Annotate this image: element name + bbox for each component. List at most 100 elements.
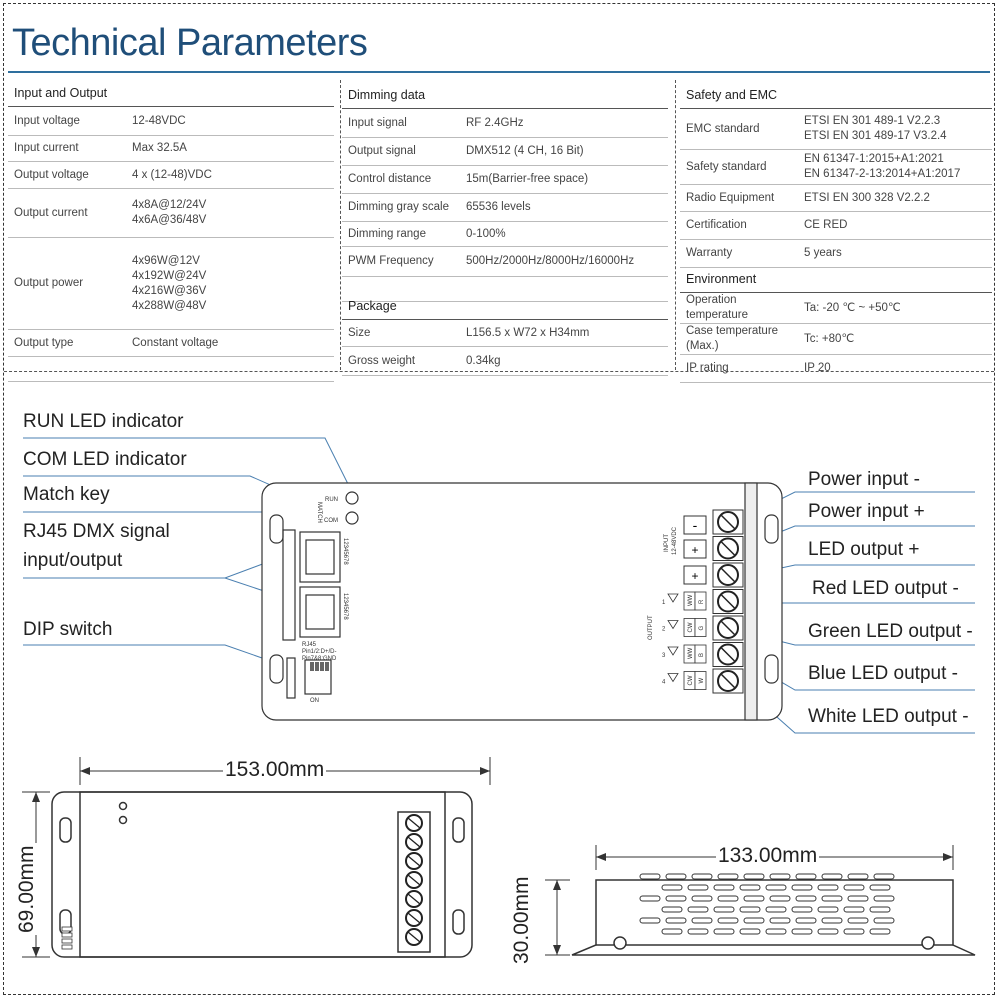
channel-label-a: WW <box>688 647 694 659</box>
vent-slot <box>743 873 765 880</box>
channel-label-b: B <box>699 653 705 657</box>
top-terminal-slot <box>407 836 421 848</box>
row-key: IP rating <box>680 354 798 383</box>
row-value: CE RED <box>798 211 992 240</box>
vent-slot <box>795 895 817 902</box>
value-line: Max 32.5A <box>132 142 187 154</box>
value-line: 4x216W@36V <box>132 284 207 297</box>
vent-slot <box>639 917 661 924</box>
value-line: ETSI EN 300 328 V2.2.2 <box>804 191 930 204</box>
terminal-slot <box>720 620 736 636</box>
value-line: DMX512 (4 CH, 16 Bit) <box>466 145 584 157</box>
value-line: 0.34kg <box>466 354 501 367</box>
dim-length: 153.00mm <box>223 758 327 782</box>
value-line: 4x96W@12V <box>132 254 200 267</box>
vent-slot <box>869 884 891 891</box>
row-key: Output power <box>8 237 126 330</box>
vent-slot <box>665 873 687 880</box>
top-terminal-slot <box>407 874 421 886</box>
com-text: COM <box>324 518 338 524</box>
terminal-slot <box>720 593 736 610</box>
vent-slot <box>769 895 791 902</box>
row-value: 15m(Barrier-free space) <box>460 165 668 194</box>
vent-slot <box>847 917 869 924</box>
vent-slot <box>873 917 895 924</box>
table-row: Gross weight 0.34kg <box>342 346 668 376</box>
value-line: ETSI EN 301 489-1 V2.2.3 <box>804 115 941 127</box>
value-line: Ta: -20 ℃ ~ +50℃ <box>804 301 901 314</box>
value-line: Constant voltage <box>132 336 219 349</box>
value-line: 4 x (12-48)VDC <box>132 168 212 181</box>
row-key: Gross weight <box>342 346 460 376</box>
channel-box-b <box>694 644 707 664</box>
vent-slot <box>661 928 683 935</box>
channel-label-b: G <box>699 626 705 631</box>
label-rj45-1: RJ45 DMX signal <box>23 521 170 542</box>
label-com-led: COM LED indicator <box>23 449 187 470</box>
vent-slot <box>873 895 895 902</box>
vent-slot <box>795 917 817 924</box>
value-line: EN 61347-2-13:2014+A1:2017 <box>804 168 961 180</box>
channel-box-b <box>694 618 707 637</box>
top-terminal-slot <box>407 893 421 905</box>
vent-slot <box>817 928 839 935</box>
row-value: Ta: -20 ℃ ~ +50℃ <box>798 292 992 324</box>
table-blank-row <box>8 356 334 382</box>
top-dip-slot <box>61 938 73 944</box>
dip-on: ON <box>310 698 319 704</box>
vent-slot <box>639 895 661 902</box>
blank-cell <box>8 356 334 382</box>
vent-slot <box>713 884 735 891</box>
row-value: 0-100% <box>460 221 668 247</box>
channel-box-b <box>694 591 707 611</box>
vent-slot <box>817 884 839 891</box>
vent-slot <box>821 895 843 902</box>
vent-slot <box>791 928 813 935</box>
terminal-slot <box>720 567 736 583</box>
top-terminal-slot <box>407 931 421 943</box>
vent-slot <box>661 884 683 891</box>
vent-slot <box>795 873 817 880</box>
value-line: IP 20 <box>804 362 831 374</box>
vent-slot <box>739 928 761 935</box>
rj45-note-3: Pin7&8:GND <box>302 656 337 662</box>
row-value: Tc: +80℃ <box>798 323 992 355</box>
top-view-terminals <box>61 814 423 950</box>
label-led-output-plus: LED output + <box>808 539 920 560</box>
label-blue-output: Blue LED output - <box>808 663 958 684</box>
input-voltage-text: 12-48VDC <box>672 526 678 555</box>
vent-slot <box>713 928 735 935</box>
plus-sign-2: + <box>691 569 698 583</box>
table-header: Package <box>342 293 668 320</box>
vent-slot <box>769 917 791 924</box>
vent-slot <box>691 873 713 880</box>
row-value: RF 2.4GHz <box>460 108 668 138</box>
vent-slot <box>769 873 791 880</box>
vent-slot <box>687 906 709 913</box>
vent-slot <box>847 895 869 902</box>
row-value: L156.5 x W72 x H34mm <box>460 319 668 347</box>
top-dip-slot <box>61 932 73 938</box>
channel-label-b: W <box>699 678 705 684</box>
vent-slot <box>665 917 687 924</box>
vent-slot <box>843 928 865 935</box>
row-key: Input signal <box>342 108 460 138</box>
value-line: RF 2.4GHz <box>466 116 524 129</box>
vent-slot <box>691 917 713 924</box>
table-header-text: Package <box>342 293 668 320</box>
vent-slot <box>717 917 739 924</box>
minus-sign: - <box>693 517 698 533</box>
vent-slot <box>743 917 765 924</box>
